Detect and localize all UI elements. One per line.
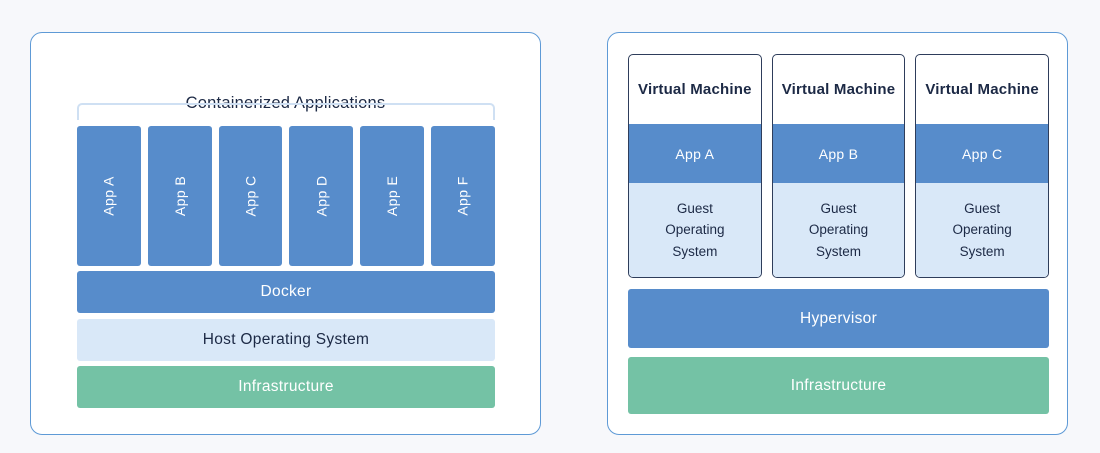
guest-os-layer: Guest Operating System bbox=[629, 183, 761, 277]
infrastructure-layer: Infrastructure bbox=[628, 357, 1049, 414]
host-operating-system-layer: Host Operating System bbox=[77, 319, 495, 361]
vm-box: Virtual Machine App A Guest Operating Sy… bbox=[628, 54, 762, 278]
hypervisor-layer: Hypervisor bbox=[628, 289, 1049, 348]
vm-box: Virtual Machine App C Guest Operating Sy… bbox=[915, 54, 1050, 278]
guest-os-layer: Guest Operating System bbox=[916, 183, 1049, 277]
container-app-label: App B bbox=[171, 175, 188, 217]
vm-app-layer: App C bbox=[916, 124, 1049, 183]
infrastructure-layer: Infrastructure bbox=[77, 366, 495, 408]
vm-title: Virtual Machine bbox=[638, 81, 752, 98]
container-app-box: App F bbox=[431, 126, 495, 266]
container-app-box: App B bbox=[147, 126, 212, 266]
vm-row: Virtual Machine App A Guest Operating Sy… bbox=[628, 54, 1050, 278]
container-app-label: App D bbox=[313, 175, 330, 217]
vm-app-layer: App A bbox=[629, 124, 761, 183]
vm-box: Virtual Machine App B Guest Operating Sy… bbox=[771, 54, 906, 278]
container-app-label: App F bbox=[455, 176, 472, 216]
container-app-box: App A bbox=[77, 126, 141, 266]
container-app-box: App D bbox=[289, 126, 354, 266]
container-app-label: App E bbox=[384, 175, 401, 217]
containers-panel: Containerized Applications App A App B A… bbox=[30, 32, 541, 435]
container-app-box: App E bbox=[360, 126, 425, 266]
docker-layer: Docker bbox=[77, 271, 495, 313]
container-app-label: App A bbox=[100, 176, 117, 216]
vm-title: Virtual Machine bbox=[781, 81, 896, 98]
vm-title: Virtual Machine bbox=[925, 81, 1039, 98]
apps-group-bracket bbox=[77, 103, 495, 120]
vm-app-layer: App B bbox=[772, 124, 905, 183]
virtual-machines-panel: Virtual Machine App A Guest Operating Sy… bbox=[607, 32, 1068, 435]
guest-os-layer: Guest Operating System bbox=[772, 183, 905, 277]
container-app-label: App C bbox=[242, 175, 259, 217]
container-app-box: App C bbox=[218, 126, 283, 266]
container-apps-row: App A App B App C App D App E App F bbox=[77, 126, 495, 266]
